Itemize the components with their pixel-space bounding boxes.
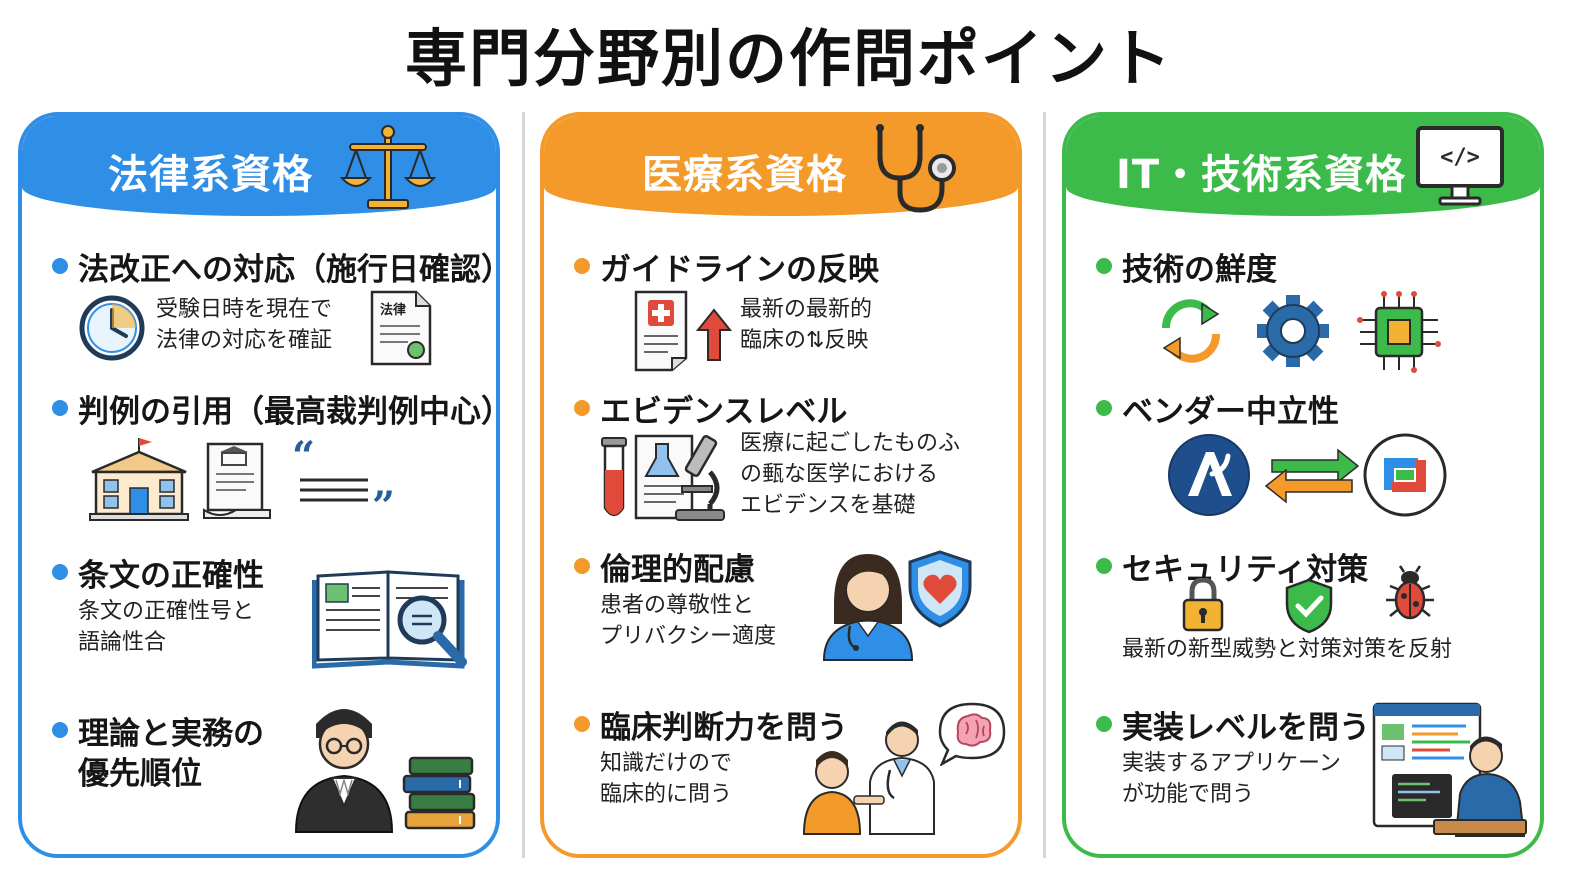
lab-report-icon <box>634 434 694 520</box>
law-item-4-heading: 理論と実務の <box>78 716 264 752</box>
it-item-4-heading: 実装レベルを問う <box>1122 710 1370 746</box>
svg-text:“: “ <box>292 440 315 480</box>
law-panel: 法律系資格 法改正への対応（施行日確認） 受験日時を現在で 法律の対応を確証 法… <box>18 112 500 858</box>
bullet-dot <box>52 258 68 274</box>
heart-shield-icon <box>908 550 972 628</box>
law-document-icon: 法律 <box>370 290 432 366</box>
bullet-dot <box>574 400 590 416</box>
medical-header-title: 医療系資格 <box>642 152 847 198</box>
page-title: 専門分野別の作問ポイント <box>404 22 1173 95</box>
law-item-2-heading: 判例の引用（最高裁判例中心） <box>78 394 500 430</box>
bug-icon <box>1386 565 1434 620</box>
medical-item-4-heading: 臨床判断力を問う <box>600 710 848 746</box>
microscope-icon <box>675 435 725 521</box>
bullet-dot <box>1096 558 1112 574</box>
bullet-dot <box>574 258 590 274</box>
brain-bubble-icon <box>938 702 1006 766</box>
law-item-3-heading: 条文の正確性 <box>78 558 264 594</box>
medical-item-2-desc-2: の甀な医学における <box>740 462 939 487</box>
medical-item-1-desc-2: 臨床の⇅反映 <box>740 328 869 353</box>
doctor-patient-icon <box>802 721 935 835</box>
courthouse-icon <box>89 438 189 521</box>
it-item-1-heading: 技術の鮮度 <box>1122 252 1277 288</box>
bullet-dot <box>1096 258 1112 274</box>
developer-at-screen-icon <box>1372 702 1527 837</box>
medical-item-2-desc-3: エビデンスを基礎 <box>740 493 916 518</box>
bullet-dot <box>52 564 68 580</box>
medical-item-3-desc-2: プリバクシー適度 <box>600 624 777 649</box>
swap-arrows-icon <box>1264 448 1360 504</box>
code-symbol: </> <box>1440 145 1480 170</box>
check-shield-icon <box>1285 578 1333 634</box>
vendor-b-logo-icon <box>1363 433 1447 517</box>
it-header: IT・技術系資格 </> <box>1066 116 1540 216</box>
medical-panel: 医療系資格 ガイドラインの反映 最新の最新的 臨床の⇅反映 エビデンスレベル <box>540 112 1022 858</box>
book-magnifier-icon <box>312 570 467 669</box>
gear-icon <box>1257 295 1329 367</box>
clock-icon <box>79 295 145 361</box>
law-item-4-heading-line2: 優先順位 <box>78 756 202 792</box>
ruling-document-icon <box>203 442 271 519</box>
medical-item-3-heading: 倫理的配慮 <box>600 552 755 588</box>
test-tube-icon <box>601 437 627 517</box>
bullet-dot <box>52 722 68 738</box>
it-item-4-desc-1: 実装するアプリケーン <box>1122 751 1341 776</box>
medical-item-2-desc-1: 医療に起ごしたものふ <box>740 431 961 456</box>
doctor-icon <box>822 554 914 661</box>
bullet-dot <box>1096 716 1112 732</box>
bullet-dot <box>574 558 590 574</box>
lawyer-icon <box>294 709 394 833</box>
it-panel: IT・技術系資格 </> 技術の鮮度 <box>1062 112 1544 858</box>
medical-item-4-desc-2: 臨床的に問う <box>600 782 733 807</box>
it-item-2-heading: ベンダー中立性 <box>1122 394 1339 430</box>
it-item-4-desc-2: が功能で問う <box>1122 782 1255 807</box>
stethoscope-icon <box>876 124 956 213</box>
bullet-dot <box>1096 400 1112 416</box>
law-document-label: 法律 <box>380 302 406 318</box>
medical-item-4-desc-1: 知識だけので <box>600 751 733 776</box>
law-item-3-desc-2: 語論性合 <box>78 630 167 655</box>
medical-item-3-desc-1: 患者の尊敬性と <box>600 593 755 618</box>
bullet-dot <box>574 716 590 732</box>
law-item-1-desc-2: 法律の対応を確証 <box>156 328 333 353</box>
it-item-3-heading: セキュリティ対策 <box>1122 552 1369 588</box>
law-item-1-desc-1: 受験日時を現在で <box>156 297 333 322</box>
vendor-a-logo-icon <box>1168 434 1250 516</box>
column-divider <box>1043 112 1046 858</box>
code-monitor-icon: </> <box>1416 126 1504 206</box>
chip-icon <box>1357 291 1441 373</box>
law-header-title: 法律系資格 <box>108 152 313 198</box>
medical-header: 医療系資格 <box>544 116 1018 216</box>
lock-icon <box>1182 578 1224 632</box>
law-item-1-heading: 法改正への対応（施行日確認） <box>78 252 500 288</box>
law-item-3-desc-1: 条文の正確性号と <box>78 599 255 624</box>
bullet-dot <box>52 400 68 416</box>
law-header: 法律系資格 <box>22 116 496 216</box>
medical-guideline-icon <box>634 290 688 372</box>
column-divider <box>522 112 525 858</box>
svg-text:”: ” <box>372 483 395 520</box>
refresh-icon <box>1161 299 1221 363</box>
scales-icon <box>339 125 437 209</box>
medical-item-1-desc-1: 最新の最新的 <box>740 297 873 322</box>
it-header-title: IT・技術系資格 <box>1116 152 1407 198</box>
quote-icon: “ ” <box>292 440 395 520</box>
up-arrow-icon <box>696 308 732 361</box>
books-stack-icon <box>402 756 476 830</box>
medical-item-2-heading: エビデンスレベル <box>600 394 848 430</box>
medical-item-1-heading: ガイドラインの反映 <box>600 252 879 288</box>
it-item-3-desc-1: 最新の新型威勢と対策対策を反射 <box>1122 637 1453 662</box>
